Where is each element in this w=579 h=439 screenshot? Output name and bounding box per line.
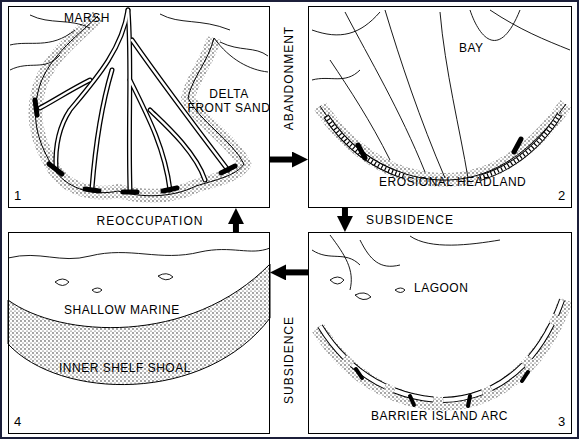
channel (92, 70, 112, 188)
region-label: DELTA FRONT SAND (187, 87, 271, 115)
region-label: BAY (459, 41, 484, 55)
cycle-arrow (270, 157, 300, 163)
process-label: SUBSIDENCE (366, 213, 454, 227)
stage-number: 2 (558, 189, 566, 203)
coast-line (214, 38, 268, 72)
channel-remnant (440, 12, 468, 178)
process-label: ABANDONMENT (282, 26, 296, 130)
headland-shoreline (320, 104, 566, 180)
flanking-barrier (480, 114, 560, 178)
flanking-barrier (326, 116, 404, 176)
region-label: EROSIONAL HEADLAND (379, 175, 526, 189)
stage-number: 1 (14, 189, 22, 203)
stage-panel: SHALLOW MARINE INNER SHELF SHOAL 4 (8, 232, 270, 434)
process-label: SUBSIDENCE (282, 316, 296, 404)
stage-number: 4 (14, 415, 22, 429)
tidal-inlet (468, 396, 470, 406)
mouth-bar (163, 188, 177, 191)
channel (92, 70, 112, 188)
headland-sand (320, 104, 566, 180)
channel-remnant (470, 10, 520, 40)
channel (130, 80, 170, 190)
inlet-bar (358, 145, 365, 158)
channel (150, 110, 205, 180)
channel-remnant (345, 12, 425, 172)
marsh-island (158, 274, 173, 280)
region-label: LAGOON (414, 281, 468, 295)
barrier-islands (320, 300, 562, 400)
coast-line (8, 248, 270, 259)
channel-remnant (312, 12, 380, 35)
marsh-line (220, 42, 268, 56)
channel (56, 10, 128, 168)
tidal-inlet (410, 396, 414, 405)
region-label: INNER SHELF SHOAL (59, 361, 191, 375)
tidal-inlets (356, 369, 528, 406)
shelf-shoal (8, 264, 270, 385)
channel-remnant (385, 10, 445, 178)
channel-banks (40, 10, 228, 190)
channel-remnant (312, 70, 360, 80)
marsh-island (330, 277, 344, 284)
coast-line (490, 10, 570, 50)
region-label: SHALLOW MARINE (64, 303, 180, 317)
marsh-island (355, 293, 371, 300)
channel (56, 10, 128, 168)
marsh-line (360, 240, 400, 266)
marsh-island (55, 279, 69, 286)
cycle-arrow (342, 208, 348, 224)
flanking-barrier (480, 114, 560, 178)
barrier-sand (318, 300, 566, 404)
mouth-bar (49, 164, 62, 174)
region-label: MARSH (64, 11, 110, 25)
process-label: REOCCUPATION (97, 214, 204, 228)
marsh-island (395, 288, 405, 293)
cycle-arrow (278, 269, 308, 275)
tidal-inlet (522, 372, 528, 381)
mouth-bar (123, 190, 137, 195)
mouth-bar (85, 189, 99, 191)
marsh-line (330, 235, 351, 290)
channel (130, 80, 170, 190)
mouth-bar (35, 100, 37, 115)
mouth-bar (221, 166, 235, 173)
channel (128, 10, 130, 190)
stage-panel: MARSH DELTA FRONT SAND 1 (8, 6, 270, 208)
region-label: BARRIER ISLAND ARC (371, 409, 508, 423)
flanking-barrier (326, 116, 404, 176)
coast-line (410, 236, 500, 245)
channel (128, 10, 130, 190)
inlet-bar (514, 139, 521, 152)
marsh-line (160, 14, 230, 30)
stage-panel: LAGOON BARRIER ISLAND ARC 3 (308, 232, 572, 434)
marsh-line (312, 250, 360, 265)
cycle-arrow (233, 216, 239, 232)
inlet-bars (358, 139, 521, 158)
marsh-remnants (312, 235, 500, 300)
stage-number: 3 (558, 415, 566, 429)
tidal-inlet (356, 369, 362, 378)
channel-remnant (330, 60, 390, 160)
flanking-barrier (480, 114, 560, 178)
coast-remnants (8, 248, 270, 293)
stage-panel: BAY EROSIONAL HEADLAND 2 (308, 6, 572, 208)
marsh-island (92, 288, 102, 293)
flanking-barrier (326, 116, 404, 176)
flanking-barriers (326, 114, 560, 178)
channel-water (40, 10, 228, 190)
channel (40, 80, 90, 108)
barrier-islands (320, 300, 562, 400)
